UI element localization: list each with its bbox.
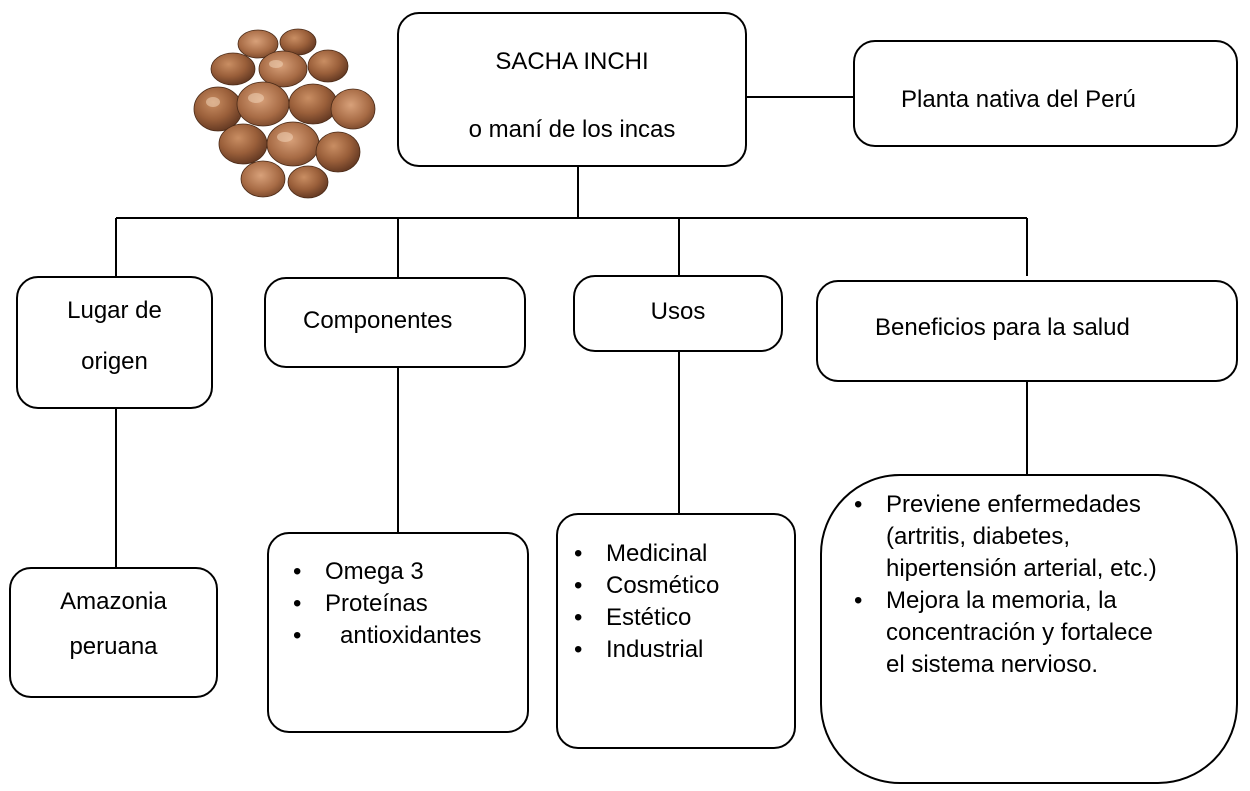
benefits-list: Previene enfermedades (artritis, diabete… xyxy=(846,489,1157,681)
origin-detail-line: Amazonia xyxy=(60,588,167,615)
root-title: SACHA INCHI xyxy=(495,48,649,75)
sacha-inchi-seeds-image xyxy=(193,28,376,199)
components-label: Componentes xyxy=(303,307,453,334)
components-item: antioxidantes xyxy=(285,620,481,652)
components-item: Proteínas xyxy=(285,588,481,620)
uses-node xyxy=(573,275,783,352)
origin-label-line: Lugar de xyxy=(67,297,162,324)
root-subtitle: o maní de los incas xyxy=(468,116,676,143)
benefits-item: Mejora la memoria, la concentración y fo… xyxy=(846,585,1157,681)
origin-detail-node xyxy=(9,567,218,698)
side-label: Planta nativa del Perú xyxy=(901,86,1136,113)
origin-label-line: origen xyxy=(81,348,148,375)
uses-item: Cosmético xyxy=(566,570,719,602)
uses-item: Industrial xyxy=(566,634,719,666)
uses-item: Medicinal xyxy=(566,538,719,570)
benefits-label: Beneficios para la salud xyxy=(875,314,1130,341)
origin-node xyxy=(16,276,213,409)
root-node xyxy=(397,12,747,167)
uses-list: Medicinal Cosmético Estético Industrial xyxy=(566,538,719,666)
benefits-item: Previene enfermedades (artritis, diabete… xyxy=(846,489,1157,585)
uses-item: Estético xyxy=(566,602,719,634)
components-item: Omega 3 xyxy=(285,556,481,588)
components-list: Omega 3 Proteínas antioxidantes xyxy=(285,556,481,652)
uses-label: Usos xyxy=(650,298,706,325)
benefits-node xyxy=(816,280,1238,382)
side-node xyxy=(853,40,1238,147)
components-node xyxy=(264,277,526,368)
origin-detail-line: peruana xyxy=(69,633,158,660)
